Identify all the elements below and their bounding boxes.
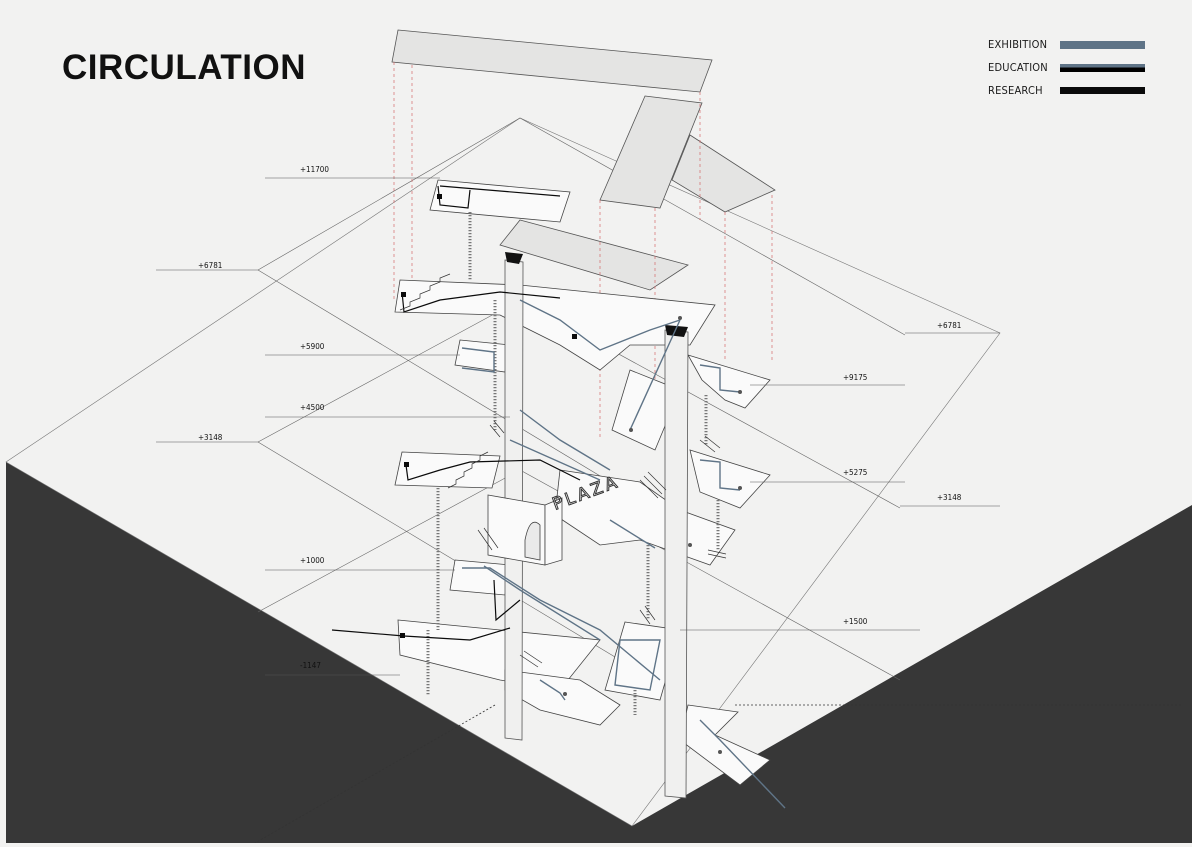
- elevation-label: +5275: [843, 468, 867, 477]
- level-outline-diag-1: [257, 269, 641, 501]
- elevation-label: +11700: [300, 165, 329, 174]
- dashed-extension: [254, 704, 1182, 844]
- exhibition-nodes: [563, 316, 742, 754]
- page-title: CIRCULATION: [62, 48, 306, 87]
- legend-label: EXHIBITION: [988, 38, 1048, 51]
- research-nodes: [400, 194, 577, 638]
- elevation-label: +5900: [300, 342, 325, 351]
- elevation-label: -1147: [300, 661, 321, 670]
- legend-item-exhibition: EXHIBITION: [988, 36, 1148, 59]
- elevation-label: +6781: [198, 261, 222, 270]
- legend-swatch-exhibition: [1060, 41, 1145, 49]
- exhibition-paths: [461, 299, 786, 809]
- elevation-label: +3148: [198, 433, 223, 442]
- plaza-block: [487, 494, 563, 566]
- roof-slab-2: [599, 95, 703, 209]
- elevation-label: +3148: [937, 493, 962, 502]
- stairs: [399, 273, 727, 668]
- legend-item-education: EDUCATION: [988, 59, 1148, 82]
- roof-slab-1: [391, 29, 713, 93]
- vertical-shafts: [426, 212, 720, 715]
- elevation-label: +1500: [843, 617, 868, 626]
- elevation-leaders: [156, 177, 1000, 676]
- elevation-label: +9175: [843, 373, 867, 382]
- legend-swatch-education: [1060, 64, 1145, 72]
- roof-slab-3: [671, 134, 776, 213]
- floor-slabs: [394, 179, 771, 786]
- ground-left: [6, 462, 632, 843]
- elevation-label: +4500: [300, 403, 325, 412]
- columns: [504, 252, 689, 799]
- elevation-label: +1000: [300, 556, 325, 565]
- roof-slab-4: [499, 219, 689, 291]
- ground-right: [632, 505, 1192, 843]
- legend: EXHIBITION EDUCATION RESEARCH: [988, 36, 1148, 105]
- elevation-label: +6781: [937, 321, 961, 330]
- legend-item-research: RESEARCH: [988, 82, 1148, 105]
- legend-label: RESEARCH: [988, 84, 1043, 97]
- level-outline-upper: [257, 117, 906, 336]
- legend-swatch-research: [1060, 87, 1145, 94]
- legend-label: EDUCATION: [988, 61, 1048, 74]
